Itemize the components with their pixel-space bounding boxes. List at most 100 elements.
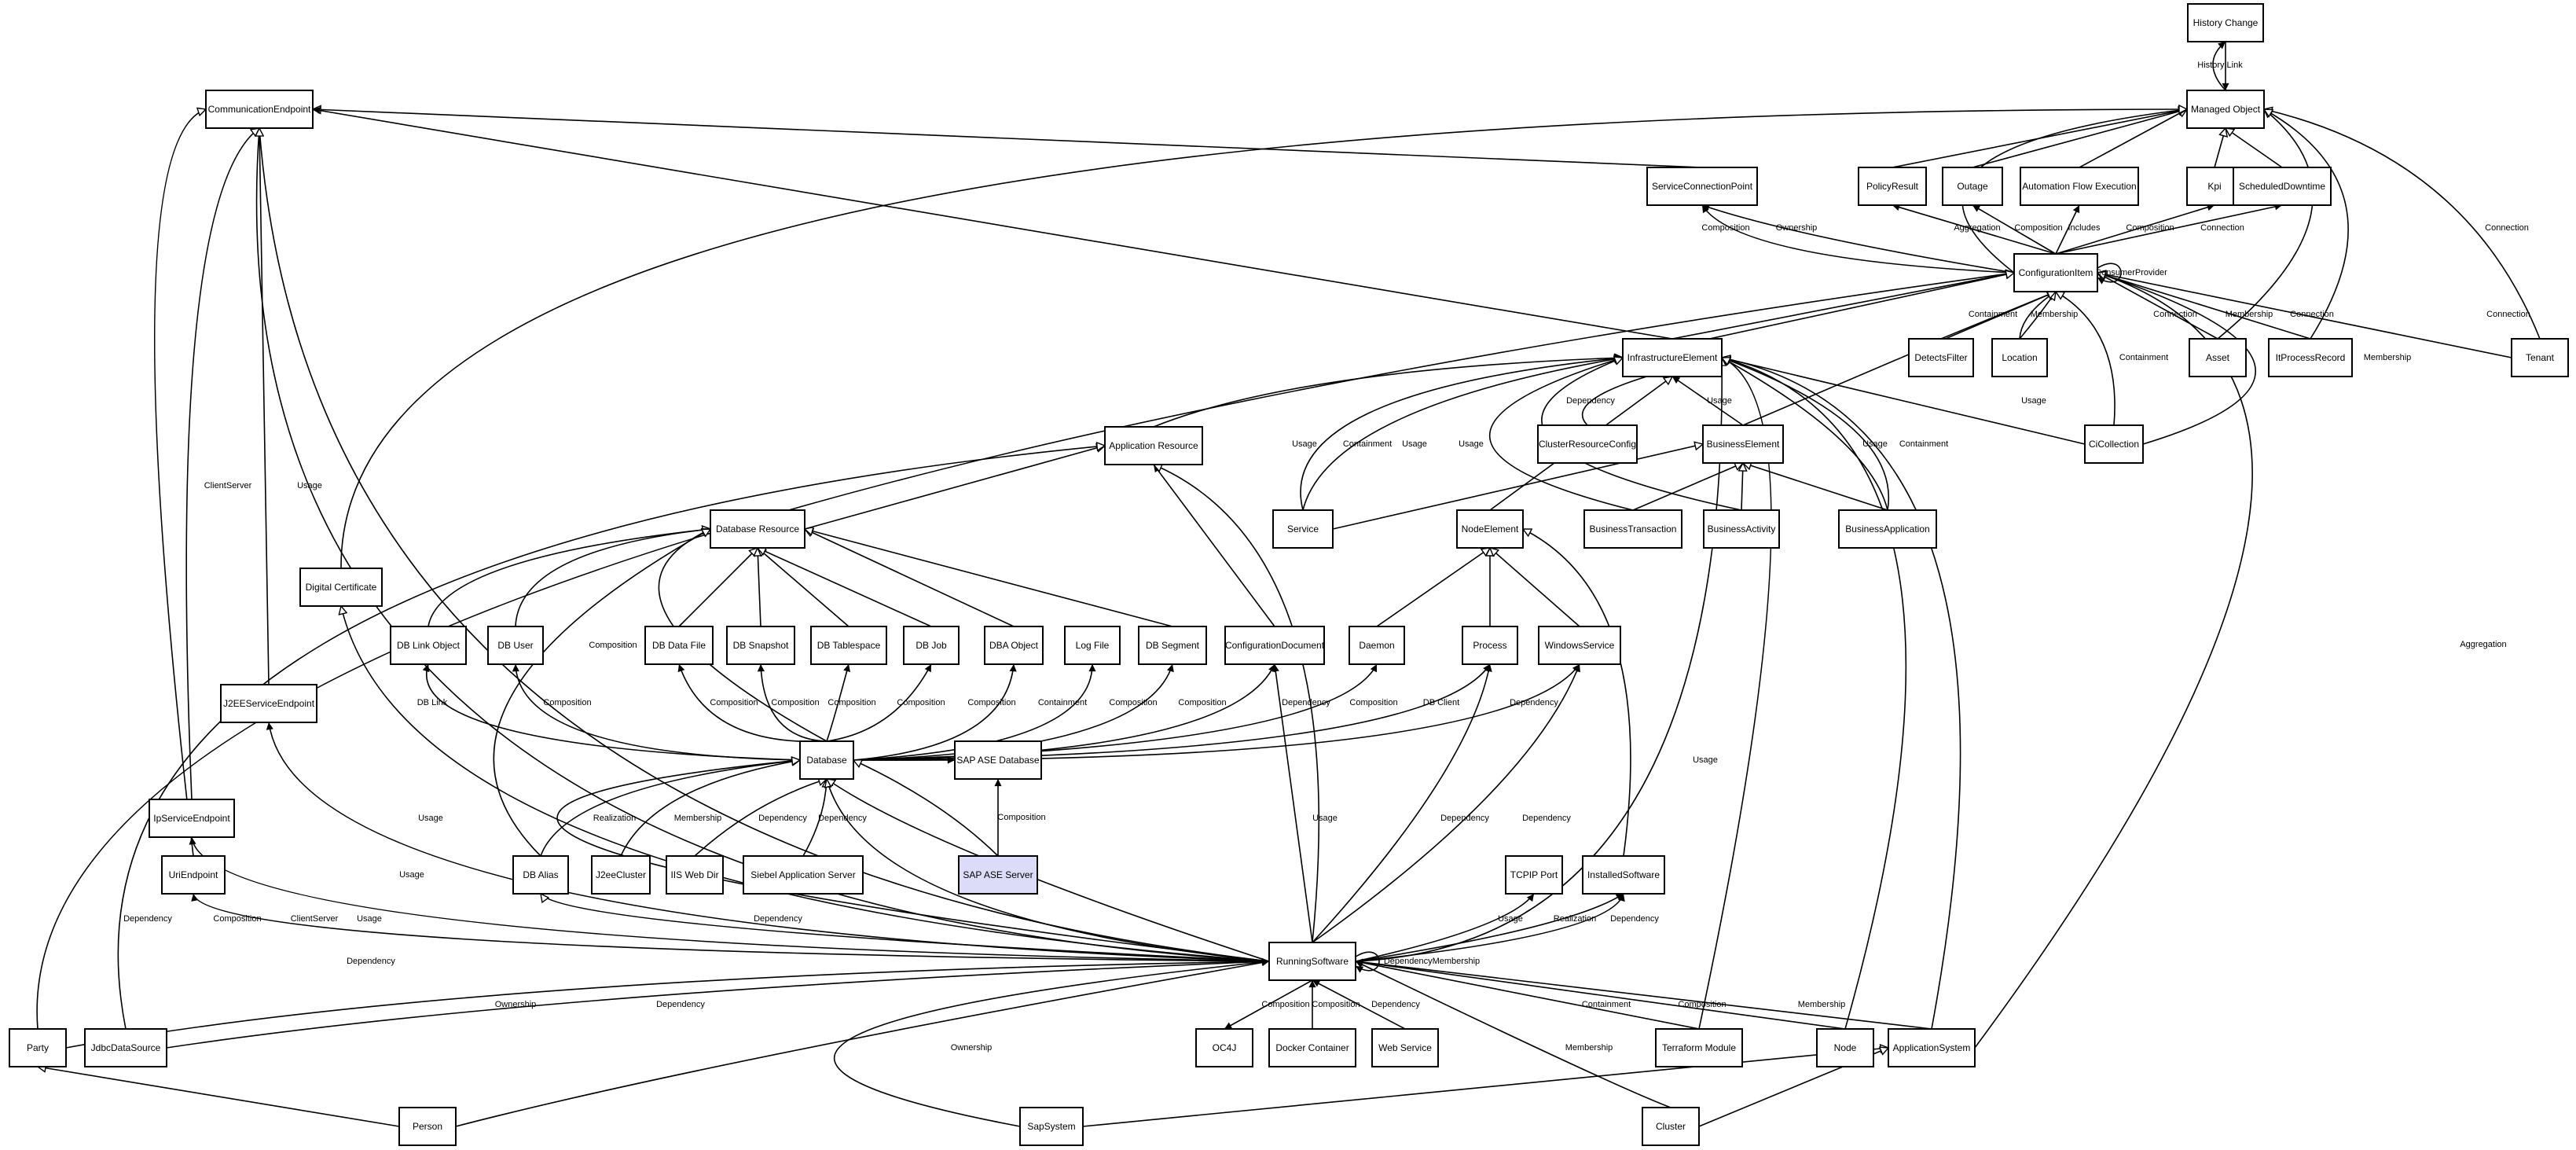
edge-business_transaction-to-business_element (1632, 463, 1743, 511)
edge-installed_software-to-node_element (1523, 528, 1631, 857)
node-siebel-application-server[interactable]: Siebel Application Server (743, 855, 864, 895)
node-business-application[interactable]: BusinessApplication (1838, 509, 1937, 549)
node-box (1582, 855, 1665, 895)
node-label: DetectsFilter (1914, 352, 1967, 363)
node-it-process-record[interactable]: ItProcessRecord (2268, 338, 2353, 377)
node-node-element[interactable]: NodeElement (1456, 509, 1524, 549)
node-cluster-resource-config[interactable]: ClusterResourceConfig (1537, 424, 1638, 464)
edge-application_resource-to-infrastructure_element (1153, 358, 1623, 428)
node-infrastructure-element[interactable]: InfrastructureElement (1622, 338, 1723, 377)
edges-layer (36, 41, 2541, 1127)
node-box (2020, 167, 2139, 206)
node-sap-ase-database[interactable]: SAP ASE Database (954, 740, 1042, 780)
node-managed-object[interactable]: Managed Object (2186, 90, 2265, 129)
node-configuration-item[interactable]: ConfigurationItem (2013, 253, 2098, 292)
edge-running_software-to-database (556, 760, 1270, 962)
node-web-service[interactable]: Web Service (1371, 1028, 1439, 1067)
node-scheduled-downtime[interactable]: ScheduledDowntime (2233, 167, 2332, 206)
node-j2ee-cluster[interactable]: J2eeCluster (591, 855, 651, 895)
node-jdbc-data-source[interactable]: JdbcDataSource (84, 1028, 167, 1067)
node-label: ScheduledDowntime (2239, 181, 2325, 192)
edge-label-usage: Usage (1459, 439, 1484, 449)
node-docker-container[interactable]: Docker Container (1268, 1028, 1356, 1067)
node-j2ee-service-endpoint[interactable]: J2EEServiceEndpoint (220, 684, 317, 723)
node-outage[interactable]: Outage (1942, 167, 2003, 206)
edge-label-composition: Composition (1261, 1000, 1309, 1009)
node-service[interactable]: Service (1272, 509, 1334, 549)
node-log-file[interactable]: Log File (1064, 626, 1121, 665)
node-tcpip-port[interactable]: TCPIP Port (1505, 855, 1563, 895)
node-history-change[interactable]: History Change (2187, 3, 2264, 42)
node-label: ServiceConnectionPoint (1652, 181, 1753, 192)
node-iis-web-dir[interactable]: IIS Web Dir (666, 855, 724, 895)
node-label: SapSystem (1027, 1121, 1075, 1132)
node-ip-service-endpoint[interactable]: IpServiceEndpoint (149, 799, 235, 838)
node-digital-certificate[interactable]: Digital Certificate (299, 568, 383, 607)
edge-cluster-to-running_software (1355, 961, 1671, 1108)
node-node[interactable]: Node (1816, 1028, 1874, 1067)
edge-ci_collection-to-infrastructure_element (1722, 358, 2086, 445)
edge-label-dependency: Dependency (1371, 1000, 1420, 1009)
node-person[interactable]: Person (398, 1107, 457, 1146)
edge-label-realization: Realization (1554, 914, 1596, 924)
node-db-job[interactable]: DB Job (903, 626, 960, 665)
node-db-link-object[interactable]: DB Link Object (390, 626, 467, 665)
edge-label-dependency: Dependency (1510, 698, 1558, 707)
node-business-element[interactable]: BusinessElement (1702, 424, 1784, 464)
node-box (810, 626, 887, 665)
node-oc4j[interactable]: OC4J (1195, 1028, 1253, 1067)
node-dba-object[interactable]: DBA Object (984, 626, 1044, 665)
node-automation-flow-execution[interactable]: Automation Flow Execution (2020, 167, 2139, 206)
node-db-segment[interactable]: DB Segment (1138, 626, 1207, 665)
edge-database-to-log_file (853, 663, 1096, 761)
node-running-software[interactable]: RunningSoftware (1268, 942, 1356, 981)
node-communication-endpoint[interactable]: CommunicationEndpoint (205, 90, 314, 129)
node-application-system[interactable]: ApplicationSystem (1888, 1028, 1976, 1067)
edge-label-usage: Usage (1312, 814, 1338, 823)
node-label: ItProcessRecord (2276, 352, 2346, 363)
node-label: Terraform Module (1662, 1042, 1736, 1053)
edge-infrastructure_element-to-configuration_item (1671, 273, 2014, 340)
node-db-alias[interactable]: DB Alias (512, 855, 569, 895)
node-location[interactable]: Location (1991, 338, 2048, 377)
node-db-user[interactable]: DB User (487, 626, 544, 665)
node-database-resource[interactable]: Database Resource (710, 509, 805, 549)
node-uri-endpoint[interactable]: UriEndpoint (161, 855, 226, 895)
node-windows-service[interactable]: WindowsService (1538, 626, 1621, 665)
edge-label-connection: Connection (2486, 310, 2530, 319)
node-installed-software[interactable]: InstalledSoftware (1582, 855, 1665, 895)
node-box (1991, 338, 2048, 377)
node-business-transaction[interactable]: BusinessTransaction (1583, 509, 1682, 549)
edge-label-consumer-provider: ConsumerProvider (2095, 268, 2167, 277)
node-ci-collection[interactable]: CiCollection (2084, 424, 2144, 464)
edge-running_software-to-digital_certificate (341, 606, 1270, 962)
node-tenant[interactable]: Tenant (2511, 338, 2569, 377)
edge-running_software-to-tcpip_port (1355, 893, 1535, 962)
node-box (1655, 1028, 1743, 1067)
node-party[interactable]: Party (9, 1028, 67, 1067)
node-daemon[interactable]: Daemon (1349, 626, 1405, 665)
node-label: DB Segment (1146, 640, 1200, 651)
node-db-data-file[interactable]: DB Data File (644, 626, 714, 665)
node-policy-result[interactable]: PolicyResult (1858, 167, 1927, 206)
node-service-connection-point[interactable]: ServiceConnectionPoint (1646, 167, 1758, 206)
node-db-tablespace[interactable]: DB Tablespace (810, 626, 887, 665)
node-sap-ase-server[interactable]: SAP ASE Server (958, 855, 1038, 895)
node-terraform-module[interactable]: Terraform Module (1655, 1028, 1743, 1067)
node-database[interactable]: Database (799, 740, 854, 780)
node-label: BusinessActivity (1708, 524, 1776, 535)
node-business-activity[interactable]: BusinessActivity (1703, 509, 1780, 549)
edge-db_job-to-database_resource (758, 548, 932, 627)
node-db-snapshot[interactable]: DB Snapshot (726, 626, 795, 665)
edge-label-dependency: Dependency (347, 957, 395, 966)
node-detects-filter[interactable]: DetectsFilter (1908, 338, 1974, 377)
node-application-resource[interactable]: Application Resource (1104, 426, 1203, 465)
node-cluster[interactable]: Cluster (1642, 1107, 1700, 1146)
node-process[interactable]: Process (1462, 626, 1518, 665)
edge-label-usage: Usage (399, 870, 424, 880)
node-configuration-document[interactable]: ConfigurationDocument (1224, 626, 1325, 665)
node-label: IIS Web Dir (670, 869, 718, 880)
node-sap-system[interactable]: SapSystem (1019, 1107, 1084, 1146)
node-asset[interactable]: Asset (2189, 338, 2247, 377)
